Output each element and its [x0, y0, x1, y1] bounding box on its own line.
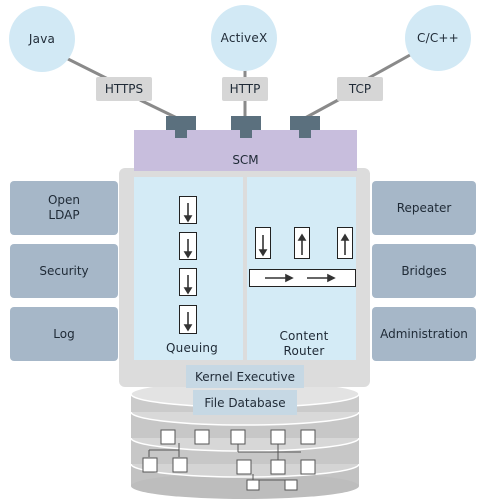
tcp-protocol-box: TCP [337, 77, 383, 101]
open-ldap-module: Open LDAP [10, 181, 118, 235]
bridges-label: Bridges [401, 263, 447, 278]
java-client-label: Java [28, 32, 56, 46]
cpp-client-label: C/C++ [417, 31, 459, 45]
content-router-panel: Content Router [247, 177, 356, 360]
scm-label: SCM [232, 153, 259, 167]
repeater-label: Repeater [396, 200, 452, 215]
content-router-label: Content Router [279, 329, 329, 358]
administration-label: Administration [380, 326, 468, 341]
repeater-module: Repeater [372, 181, 476, 235]
router-output-slot [249, 269, 356, 287]
kernel-executive-label: Kernel Executive [195, 369, 295, 384]
down-arrow-icon [183, 203, 193, 332]
https-connector [166, 116, 196, 138]
open-ldap-label: Open LDAP [47, 193, 81, 222]
activex-client-bubble: ActiveX [211, 5, 277, 71]
queuing-label: Queuing [166, 341, 218, 355]
log-module: Log [10, 307, 118, 361]
security-label: Security [39, 263, 89, 278]
file-database-box: File Database [193, 390, 297, 415]
cpp-client-bubble: C/C++ [405, 5, 471, 71]
activex-client-label: ActiveX [220, 31, 268, 45]
bridges-module: Bridges [372, 244, 476, 298]
file-hierarchy-icon [142, 429, 316, 491]
route-arrows-icon [258, 233, 350, 283]
security-module: Security [10, 244, 118, 298]
https-protocol-box: HTTPS [96, 77, 152, 101]
http-label: HTTP [229, 82, 261, 96]
https-label: HTTPS [104, 82, 144, 96]
administration-module: Administration [372, 307, 476, 361]
http-connector [231, 116, 261, 138]
file-database-label: File Database [204, 395, 286, 410]
tcp-label: TCP [348, 82, 372, 96]
http-protocol-box: HTTP [222, 77, 268, 101]
tcp-connector [290, 116, 320, 138]
kernel-executive-box: Kernel Executive [186, 365, 304, 388]
queuing-panel: Queuing [134, 177, 243, 360]
log-label: Log [53, 326, 75, 341]
java-client-bubble: Java [9, 6, 75, 72]
